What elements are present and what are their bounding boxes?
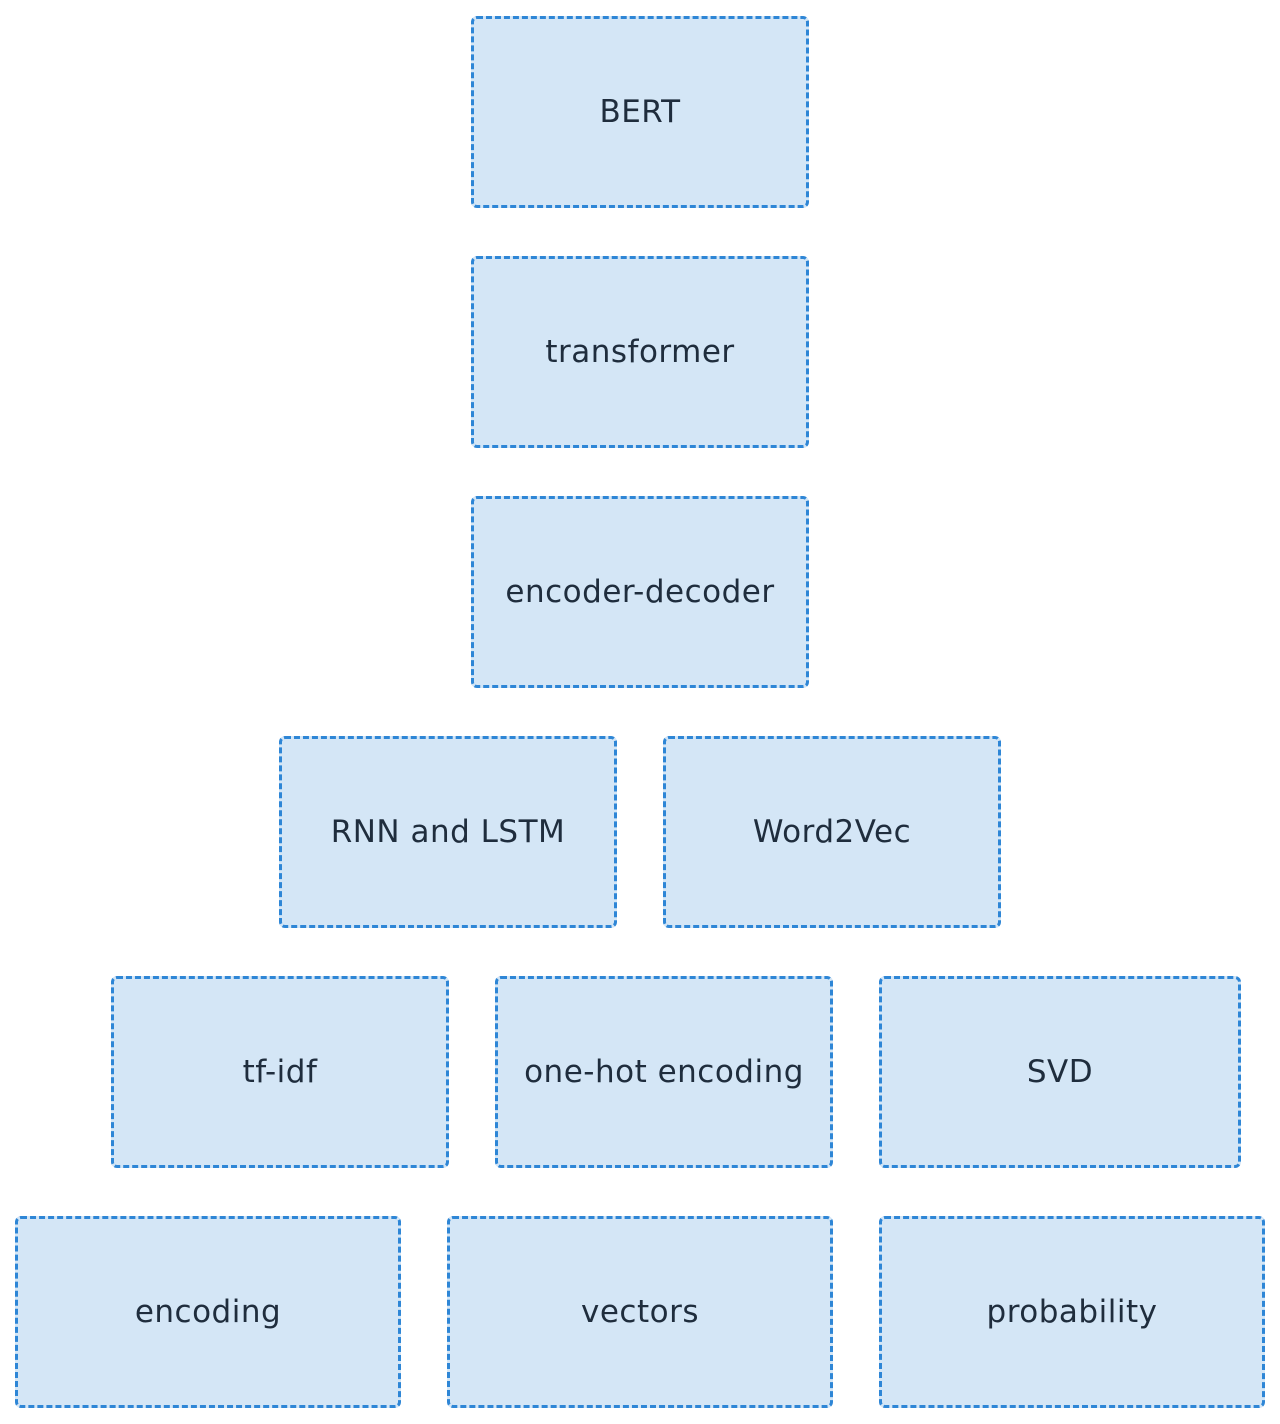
- node-bert: BERT: [471, 16, 809, 208]
- node-rnn-lstm: RNN and LSTM: [279, 736, 617, 928]
- node-probability: probability: [879, 1216, 1265, 1408]
- node-tf-idf: tf-idf: [111, 976, 449, 1168]
- node-svd: SVD: [879, 976, 1241, 1168]
- node-one-hot-encoding: one-hot encoding: [495, 976, 833, 1168]
- node-encoder-decoder: encoder-decoder: [471, 496, 809, 688]
- node-vectors: vectors: [447, 1216, 833, 1408]
- node-encoding: encoding: [15, 1216, 401, 1408]
- node-transformer: transformer: [471, 256, 809, 448]
- node-word2vec: Word2Vec: [663, 736, 1001, 928]
